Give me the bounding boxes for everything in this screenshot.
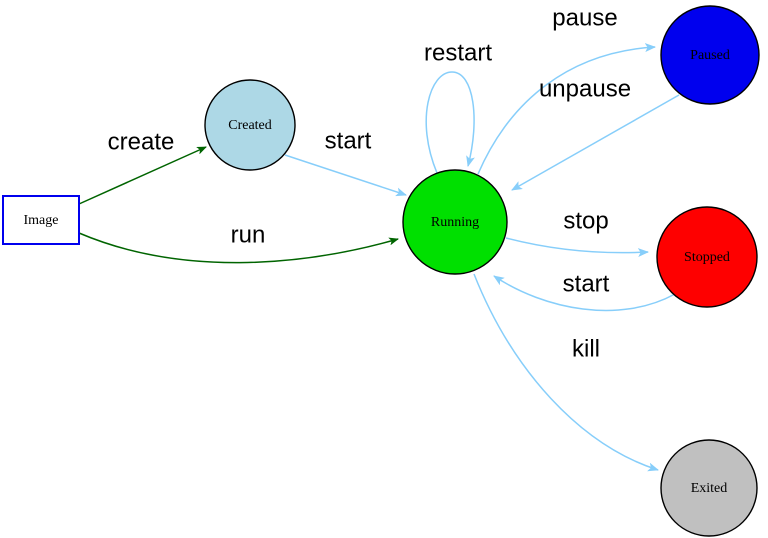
node-paused-label: Paused <box>690 48 730 63</box>
edge-unpause-label: unpause <box>539 75 631 102</box>
node-stopped-shape <box>656 206 758 308</box>
edge-pause-path <box>477 43 656 175</box>
node-exited[interactable]: Exited <box>660 439 758 537</box>
edge-restart-label: restart <box>424 39 492 66</box>
node-stopped[interactable]: Stopped <box>656 206 758 308</box>
edge-stop[interactable]: stop <box>505 207 649 258</box>
edges-layer: create run start restart pause <box>78 4 680 472</box>
edge-unpause[interactable]: unpause <box>511 75 680 191</box>
edge-start-stopped-label: start <box>563 270 610 297</box>
edge-start-created-path <box>284 154 407 197</box>
edge-start-created[interactable]: start <box>284 127 407 197</box>
edge-pause-label: pause <box>552 4 617 31</box>
node-image-shape <box>2 195 80 245</box>
edge-unpause-path <box>511 94 680 191</box>
node-paused-shape <box>660 5 760 105</box>
edge-run-label: run <box>231 221 266 248</box>
node-exited-label: Exited <box>691 481 728 496</box>
edge-restart-path <box>425 71 475 174</box>
edge-kill-label: kill <box>572 335 600 362</box>
node-image[interactable]: Image <box>2 195 80 245</box>
edge-start-created-label: start <box>325 127 372 154</box>
node-exited-shape <box>660 439 758 537</box>
edge-start-stopped[interactable]: start <box>493 270 676 312</box>
node-running-shape <box>402 169 508 275</box>
edge-create[interactable]: create <box>78 128 207 205</box>
edge-start-stopped-path <box>493 275 676 312</box>
node-created[interactable]: Created <box>204 79 296 171</box>
edge-stop-path <box>505 237 649 258</box>
edge-run[interactable]: run <box>78 221 399 264</box>
node-created-shape <box>204 79 296 171</box>
edge-create-label: create <box>108 128 175 155</box>
edge-restart[interactable]: restart <box>424 39 492 174</box>
node-running[interactable]: Running <box>402 169 508 275</box>
nodes-layer: Image Created Running Paused Stopped <box>2 5 760 537</box>
node-stopped-label: Stopped <box>684 250 730 265</box>
edge-pause[interactable]: pause <box>477 4 656 175</box>
edge-create-path <box>78 146 207 205</box>
node-paused[interactable]: Paused <box>660 5 760 105</box>
edge-stop-label: stop <box>563 207 608 234</box>
node-running-label: Running <box>431 215 479 230</box>
edge-kill-path <box>473 273 659 472</box>
edge-kill[interactable]: kill <box>473 273 659 472</box>
edge-run-path <box>78 232 399 264</box>
node-created-label: Created <box>228 118 272 133</box>
node-image-label: Image <box>24 213 59 228</box>
